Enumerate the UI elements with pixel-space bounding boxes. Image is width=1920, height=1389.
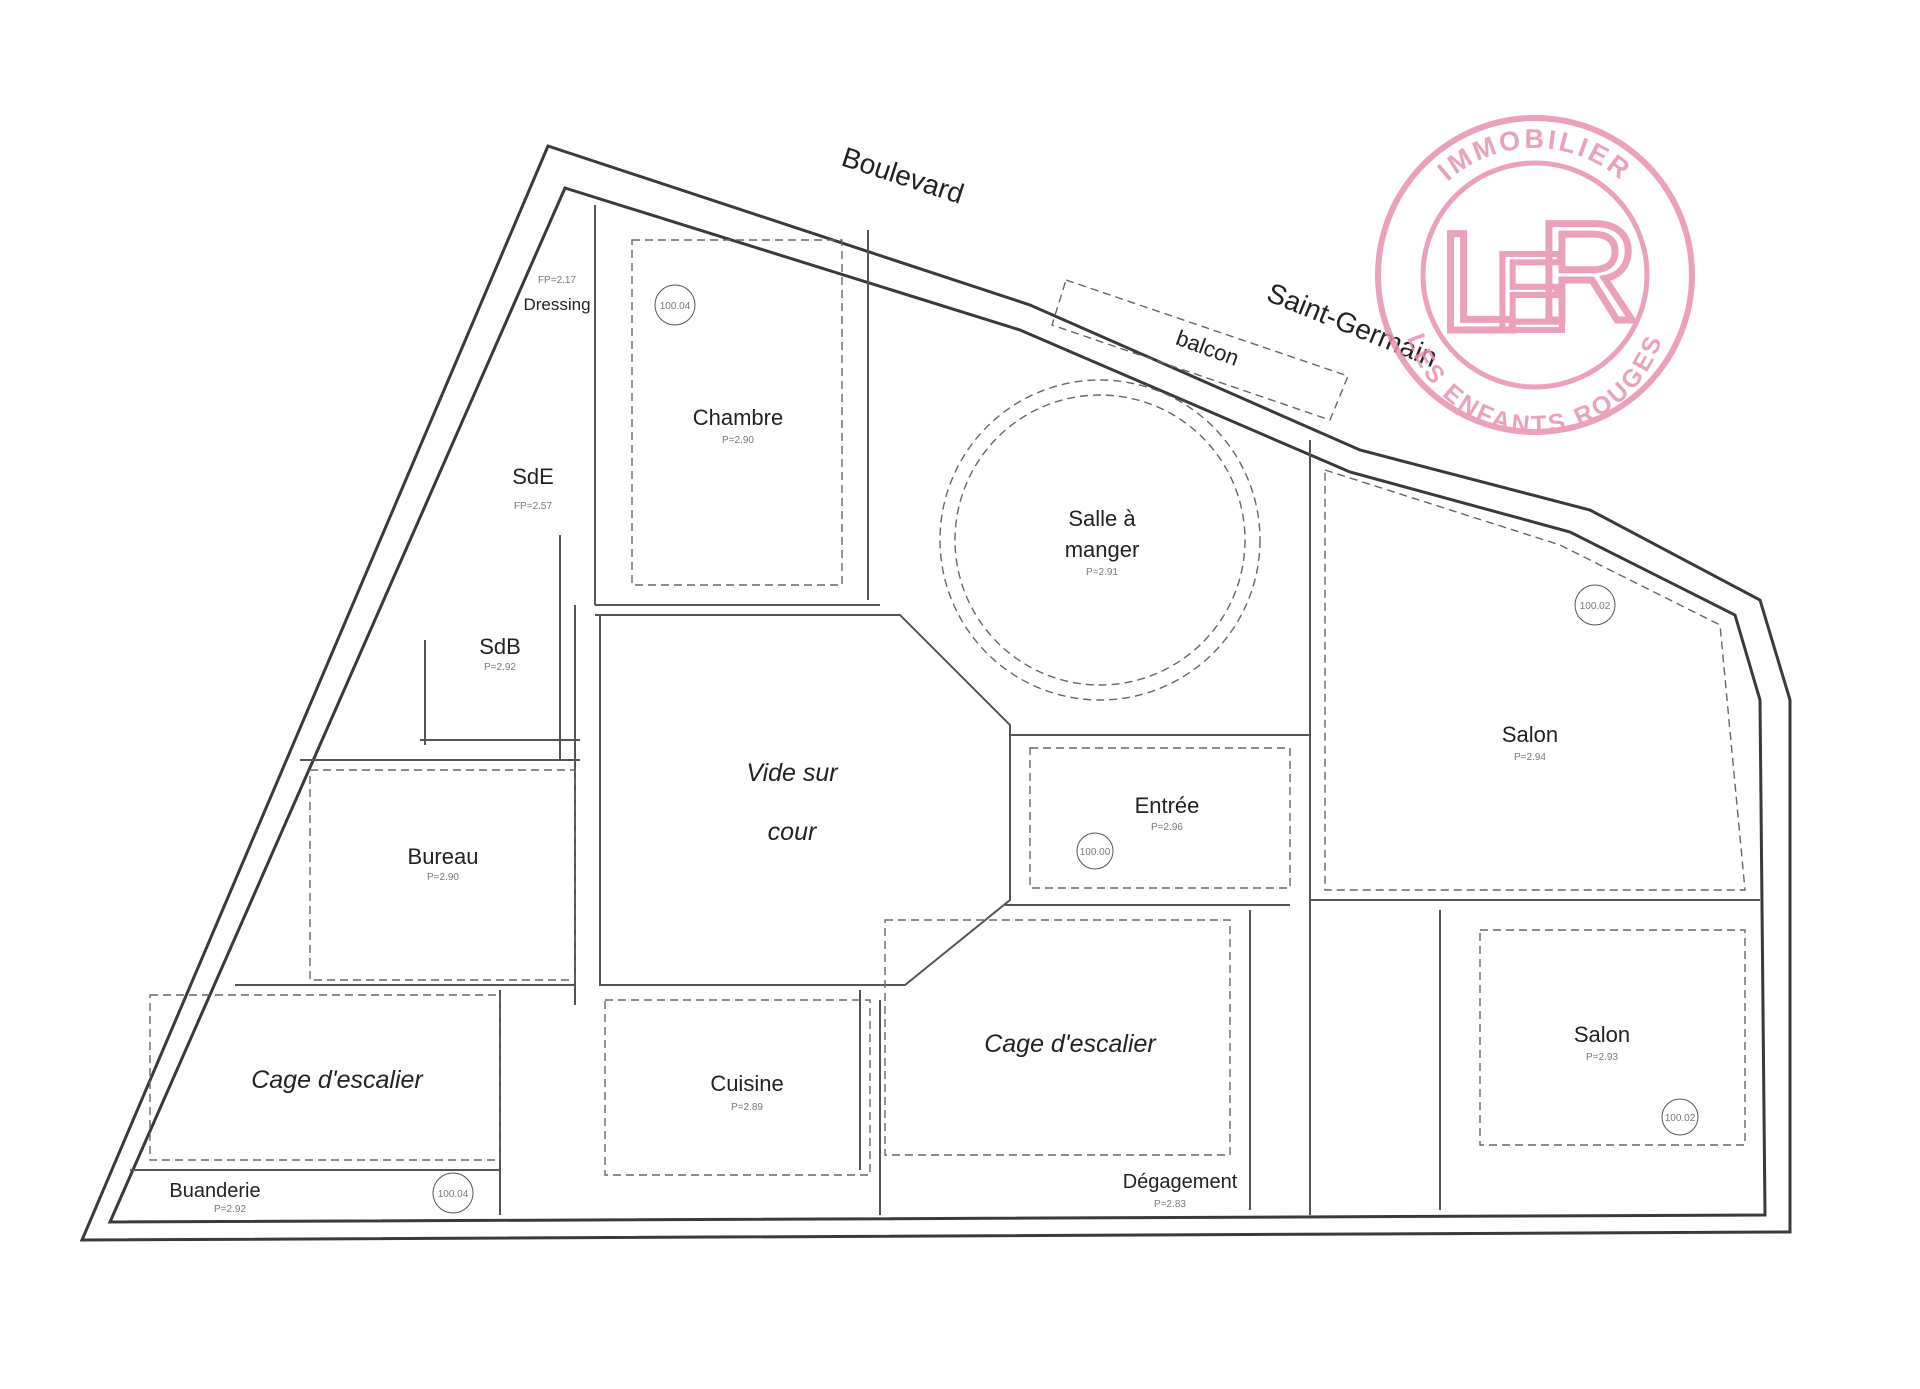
room-salon-2: Salon: [1574, 1022, 1630, 1047]
room-vide-sur-cour-line2: cour: [768, 818, 818, 846]
room-cage-escalier-2: Cage d'escalier: [984, 1030, 1157, 1058]
height-chambre: P=2.90: [722, 435, 754, 446]
height-salon-1: P=2.94: [1514, 752, 1546, 763]
room-buanderie: Buanderie: [169, 1180, 260, 1202]
height-sde: FP=2.57: [514, 501, 553, 512]
room-degagement: Dégagement: [1123, 1171, 1238, 1193]
logo-monogram-l: L: [1439, 203, 1517, 360]
room-sde: SdE: [512, 464, 554, 489]
room-cuisine: Cuisine: [710, 1071, 783, 1096]
room-outlines: [149, 239, 1746, 1176]
room-entree: Entrée: [1135, 793, 1200, 818]
height-bureau: P=2.90: [427, 872, 459, 883]
height-degagement: P=2.83: [1154, 1199, 1186, 1210]
marker-salon-2: 100.02: [1665, 1113, 1696, 1124]
logo-inner-ring: [1420, 160, 1650, 390]
height-salle-a-manger: P=2.91: [1086, 567, 1118, 578]
marker-buanderie: 100.04: [438, 1189, 469, 1200]
agency-logo: IMMOBILIER LES ENFANTS ROUGES L E R: [1375, 115, 1695, 439]
building-outline: [79, 144, 1792, 1242]
room-vide-sur-cour-line1: Vide sur: [746, 759, 839, 787]
height-dressing: FP=2.17: [538, 275, 577, 286]
elevation-markers: 100.04 100.02 100.00 100.02 100.04: [432, 284, 1699, 1214]
marker-salon-1: 100.02: [1580, 601, 1611, 612]
height-buanderie: P=2.92: [214, 1204, 246, 1215]
street-boulevard: Boulevard: [838, 141, 968, 209]
room-chambre: Chambre: [693, 405, 783, 430]
height-salon-2: P=2.93: [1586, 1052, 1618, 1063]
room-sdb: SdB: [479, 634, 521, 659]
height-sdb: P=2.92: [484, 662, 516, 673]
room-salle-a-manger-line1: Salle à: [1068, 506, 1136, 531]
logo-monogram-e: E: [1493, 231, 1566, 354]
logo-monogram-r: R: [1537, 193, 1638, 350]
balcony-label: balcon: [1173, 325, 1242, 371]
marker-chambre: 100.04: [660, 301, 691, 312]
room-salon-1: Salon: [1502, 722, 1558, 747]
room-bureau: Bureau: [408, 844, 479, 869]
height-entree: P=2.96: [1151, 822, 1183, 833]
logo-outer-ring: [1375, 115, 1695, 435]
height-cuisine: P=2.89: [731, 1102, 763, 1113]
marker-entree: 100.00: [1080, 847, 1111, 858]
room-dressing: Dressing: [523, 295, 590, 314]
room-salle-a-manger-line2: manger: [1065, 537, 1140, 562]
room-cage-escalier-1: Cage d'escalier: [251, 1066, 424, 1094]
